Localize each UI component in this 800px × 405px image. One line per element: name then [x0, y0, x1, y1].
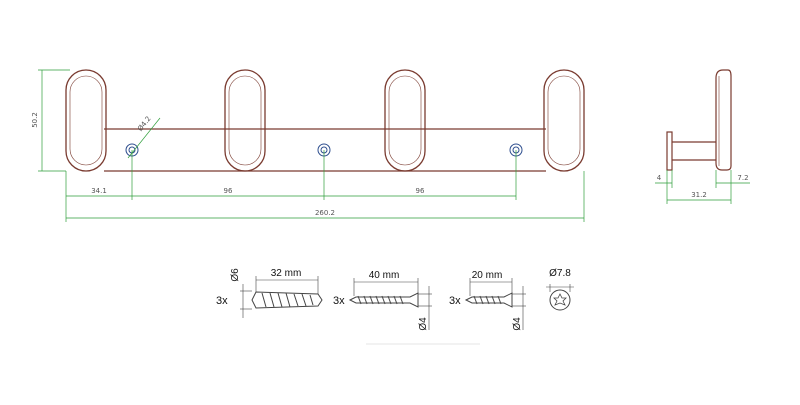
- depth-label: 31.2: [691, 191, 707, 199]
- cap-diameter: Ø7.8: [549, 268, 571, 279]
- dowel-group: 3x 32 mm Ø6: [216, 268, 323, 318]
- dowel-icon: [251, 291, 323, 309]
- spacing-2-label: 96: [416, 187, 425, 195]
- dowel-qty: 3x: [216, 295, 228, 307]
- first-hole-label: 34.1: [91, 187, 107, 195]
- side-view: [666, 69, 732, 171]
- dowel-length: 32 mm: [271, 268, 302, 279]
- height-label: 50.2: [31, 112, 39, 128]
- hook-1-inner: [69, 75, 103, 166]
- hook-1: [65, 69, 107, 172]
- short-screw-icon: [464, 292, 513, 308]
- hook-3-inner: [388, 75, 422, 166]
- side-plate: [666, 131, 673, 171]
- total-length-label: 260.2: [315, 209, 335, 217]
- long-screw-length: 40 mm: [369, 270, 400, 281]
- front-dimensions: [38, 69, 585, 222]
- hook-tip-label: 7.2: [737, 174, 748, 182]
- short-screw-length: 20 mm: [472, 270, 503, 281]
- hook-4-inner: [547, 75, 581, 166]
- short-screw-qty: 3x: [449, 295, 461, 307]
- short-screw-group: 3x 20 mm Ø4: [449, 270, 526, 331]
- long-screw-diameter: Ø4: [418, 317, 429, 331]
- side-dimensions: [655, 170, 750, 204]
- hook-3: [384, 69, 426, 172]
- side-dimension-labels: 4 31.2 7.2: [657, 174, 749, 199]
- plate-thickness-label: 4: [657, 174, 662, 182]
- spacing-1-label: 96: [224, 187, 233, 195]
- long-screw-qty: 3x: [333, 295, 345, 307]
- short-screw-diameter: Ø4: [512, 317, 523, 331]
- long-screw-icon: [348, 292, 419, 308]
- dowel-diameter: Ø6: [230, 268, 241, 282]
- side-hook: [715, 69, 732, 171]
- hook-2: [224, 69, 266, 172]
- hook-2-inner: [228, 75, 262, 166]
- long-screw-group: 3x 40 mm Ø4: [333, 270, 432, 331]
- front-view: [65, 69, 585, 172]
- cap-group: Ø7.8: [546, 268, 574, 311]
- hook-4: [543, 69, 585, 172]
- torx-head-icon: [549, 289, 571, 311]
